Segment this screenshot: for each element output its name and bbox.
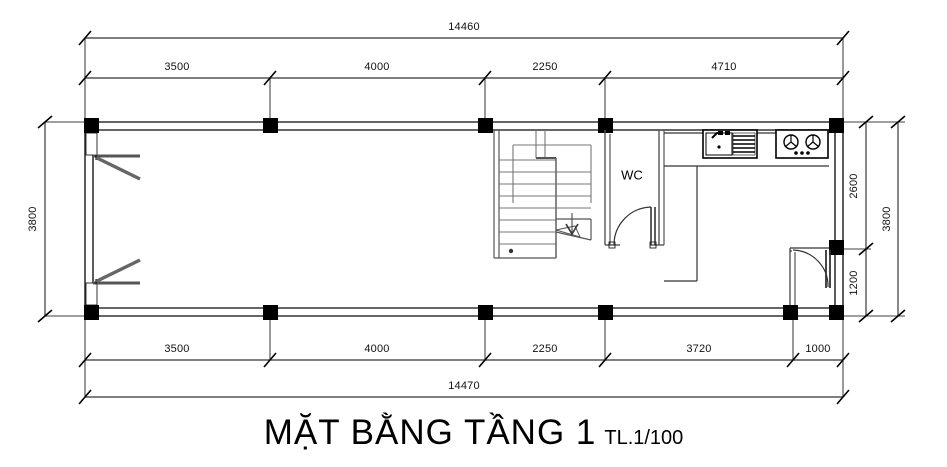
- dimension-left-overall: 3800: [27, 115, 90, 323]
- window-left-top: [85, 132, 141, 181]
- column: [263, 305, 278, 320]
- window-left-bottom: [85, 258, 141, 306]
- kitchen-area: [664, 129, 829, 282]
- structural-columns: [84, 118, 844, 320]
- column: [783, 305, 798, 320]
- column: [478, 305, 493, 320]
- door-swing-icon: [613, 206, 652, 246]
- gas-cooktop: [775, 129, 829, 159]
- entrance-door: [789, 247, 831, 305]
- column: [598, 305, 613, 320]
- dim-top-seg-3: 2250: [532, 61, 557, 73]
- dimension-bottom-chain: 3500 4000 2250 3720 1000: [78, 318, 850, 368]
- kitchen-sink: [702, 129, 758, 159]
- room-label-wc: WC: [621, 167, 643, 182]
- dim-bottom-seg-2: 4000: [364, 343, 389, 355]
- dim-top-overall-label: 14460: [448, 21, 480, 33]
- stair-start-dot: [508, 248, 514, 254]
- staircase: [493, 130, 592, 259]
- dim-right-seg-1: 2600: [848, 173, 860, 198]
- dimension-bottom-overall: 14470: [78, 360, 850, 405]
- column: [829, 118, 844, 133]
- column: [829, 305, 844, 320]
- drawing-scale-label: TL.1/100: [604, 427, 684, 449]
- door-swing-icon: [792, 249, 829, 288]
- column: [478, 118, 493, 133]
- room-wc: WC: [604, 130, 665, 249]
- dim-left-overall-label: 3800: [27, 206, 39, 231]
- dim-bottom-seg-1: 3500: [164, 343, 189, 355]
- column: [598, 118, 613, 133]
- column: [84, 305, 99, 320]
- column: [829, 240, 844, 255]
- dimension-right-chain: 2600 1200 3800: [843, 115, 906, 323]
- drawing-title: MẶT BẰNG TẦNG 1 TL.1/100: [0, 413, 947, 453]
- dim-bottom-seg-4: 3720: [686, 343, 711, 355]
- dim-bottom-overall-label: 14470: [448, 380, 480, 392]
- dim-bottom-seg-5: 1000: [805, 343, 830, 355]
- dim-top-seg-4: 4710: [711, 61, 736, 73]
- column: [84, 118, 99, 133]
- dim-right-overall-label: 3800: [881, 206, 893, 231]
- column: [263, 118, 278, 133]
- dim-top-seg-1: 3500: [164, 61, 189, 73]
- dim-right-seg-2: 1200: [848, 270, 860, 295]
- dimension-top-chain: 3500 4000 2250 4710: [78, 61, 850, 120]
- dim-bottom-seg-3: 2250: [532, 343, 557, 355]
- dim-top-seg-2: 4000: [364, 61, 389, 73]
- drawing-title-main: MẶT BẰNG TẦNG 1: [263, 413, 597, 452]
